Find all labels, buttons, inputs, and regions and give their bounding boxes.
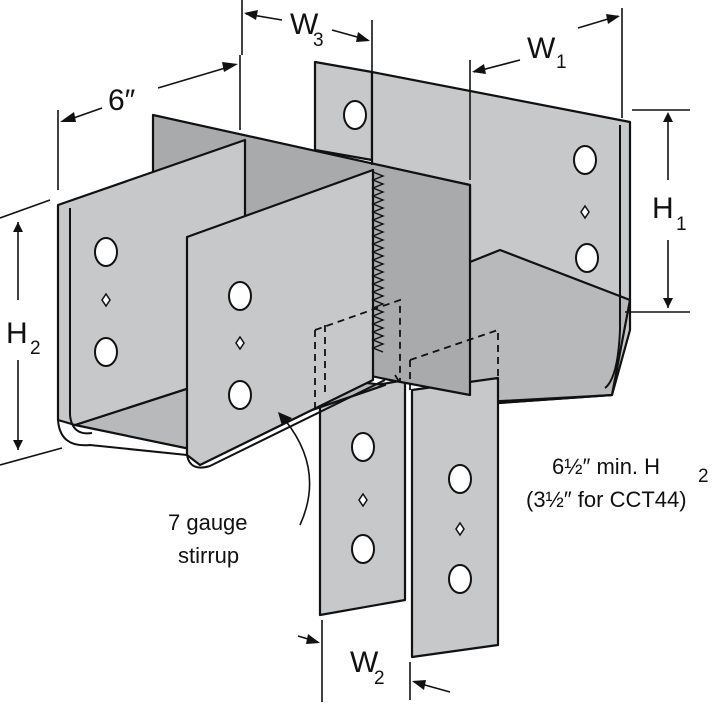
dim-w1-subscript: 1 xyxy=(556,52,567,73)
dim-w3-subscript: 3 xyxy=(313,30,324,51)
dim-h2-subscript: 2 xyxy=(30,338,41,359)
dim-w2-subscript: 2 xyxy=(374,668,385,689)
dim-w2-letter: W xyxy=(350,646,379,679)
dim-w1: W 1 xyxy=(469,8,623,180)
dim-h1-subscript: 1 xyxy=(676,214,687,235)
dim-h1: H 1 xyxy=(625,109,690,313)
right-strap xyxy=(410,376,500,659)
dim-h1-letter: H xyxy=(652,192,674,225)
dim-6in: 6″ xyxy=(57,55,241,190)
dim-h2: H 2 xyxy=(0,199,63,466)
lower-stirrup-holes xyxy=(94,237,252,410)
dim-w3-letter: W xyxy=(290,8,319,41)
min-h2-note-subscript: 2 xyxy=(698,466,709,487)
dim-6in-label: 6″ xyxy=(108,84,136,117)
stirrup-straps xyxy=(318,376,500,659)
min-h2-note-line2: (3½″ for CCT44) xyxy=(526,487,687,512)
min-h2-note-line1: 6½″ min. H xyxy=(552,454,660,479)
lower-stirrup xyxy=(56,113,499,469)
dim-w2: W 2 xyxy=(297,620,451,702)
stirrup-callout: 7 gauge stirrup xyxy=(168,412,311,568)
dim-w3: W 3 xyxy=(241,0,373,165)
stirrup-callout-line1: 7 gauge xyxy=(168,510,248,535)
stirrup-callout-line2: stirrup xyxy=(178,543,239,568)
min-h2-note: 6½″ min. H 2 (3½″ for CCT44) xyxy=(526,454,709,512)
strap-holes xyxy=(351,432,472,594)
dim-h2-letter: H xyxy=(6,317,28,350)
dim-w1-letter: W xyxy=(527,32,556,65)
